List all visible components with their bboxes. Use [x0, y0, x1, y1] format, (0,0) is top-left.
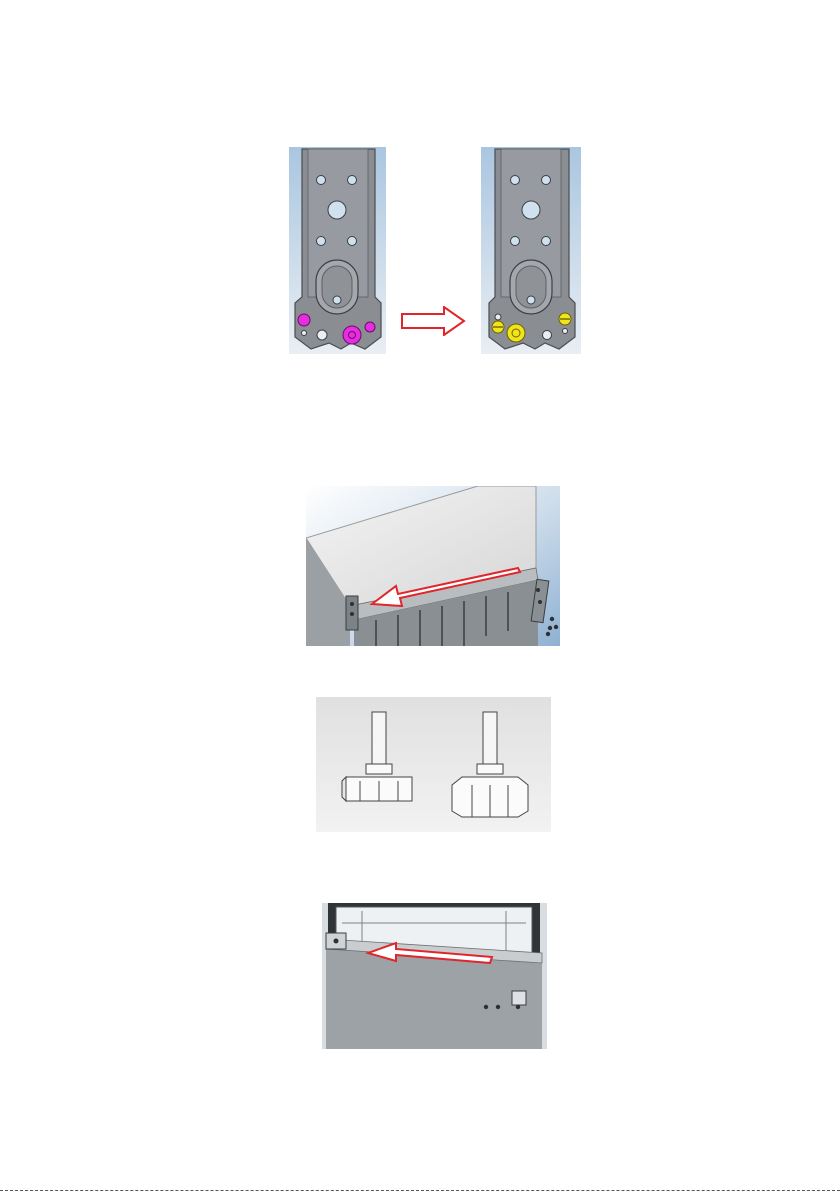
magenta-marker-right — [365, 322, 375, 332]
magenta-marker-center — [343, 326, 361, 344]
hinge-pins-figure — [316, 697, 551, 832]
magenta-marker-left — [298, 314, 310, 326]
door-top-hinge-figure — [322, 903, 547, 1049]
yellow-marker-center — [507, 324, 525, 342]
top-hinge-removal-figure — [306, 486, 560, 646]
hinge-bracket-after-figure — [481, 147, 581, 354]
transition-arrow-icon — [400, 306, 466, 336]
page-footer-rule — [0, 1190, 840, 1191]
hinge-bracket-before-figure — [289, 147, 386, 354]
